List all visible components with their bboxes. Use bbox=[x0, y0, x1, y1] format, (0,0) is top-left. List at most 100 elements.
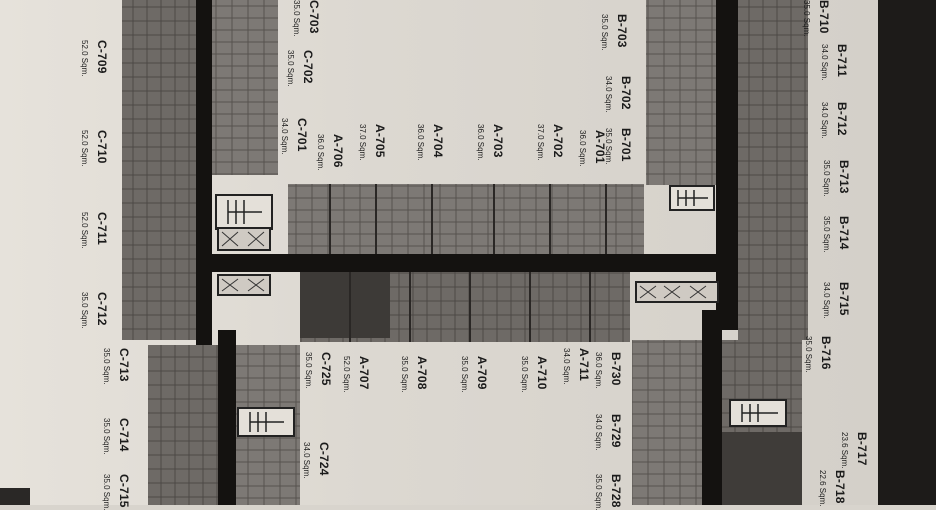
wing-b-upper-right-units bbox=[738, 0, 808, 340]
unit-code: C-711 bbox=[95, 212, 109, 246]
wing-a-upper-units bbox=[288, 184, 644, 254]
unit-code: A-703 bbox=[491, 124, 505, 158]
unit-code: B-730 bbox=[609, 352, 623, 386]
unit-code: A-708 bbox=[415, 356, 429, 390]
wing-c-upper-left-units bbox=[122, 0, 196, 340]
unit-code: A-706 bbox=[331, 134, 345, 168]
unit-code: B-713 bbox=[837, 160, 851, 194]
unit-area: 35.0 Sqm. bbox=[102, 348, 111, 385]
wing-c-corridor bbox=[196, 0, 212, 345]
wing-c-upper-right-units bbox=[212, 0, 278, 175]
unit-code: A-711 bbox=[577, 348, 591, 382]
unit-code: B-702 bbox=[619, 76, 633, 110]
unit-code: B-710 bbox=[817, 0, 831, 34]
unit-label-b-716: B-716 35.0 Sqm. bbox=[802, 336, 834, 372]
unit-label-b-711: B-711 34.0 Sqm. bbox=[818, 44, 850, 80]
unit-code: B-712 bbox=[835, 102, 849, 136]
unit-code: B-703 bbox=[615, 14, 629, 48]
lift-core-c2 bbox=[217, 274, 271, 296]
unit-code: C-710 bbox=[95, 130, 109, 164]
unit-area: 36.0 Sqm. bbox=[476, 124, 485, 161]
unit-label-a-704: A-704 36.0 Sqm. bbox=[414, 124, 446, 160]
unit-area: 35.0 Sqm. bbox=[292, 0, 301, 37]
unit-label-b-701: B-701 35.0 Sqm. bbox=[602, 128, 634, 164]
unit-code: C-701 bbox=[295, 118, 309, 152]
unit-area: 34.0 Sqm. bbox=[604, 76, 613, 113]
unit-area: 35.0 Sqm. bbox=[400, 356, 409, 393]
unit-label-b-713: B-713 35.0 Sqm. bbox=[820, 160, 852, 196]
unit-code: C-712 bbox=[95, 292, 109, 326]
unit-label-a-709: A-709 35.0 Sqm. bbox=[458, 356, 490, 392]
unit-label-a-702: A-702 37.0 Sqm. bbox=[534, 124, 566, 160]
unit-area: 52.0 Sqm. bbox=[80, 212, 89, 249]
unit-code: B-716 bbox=[819, 336, 833, 370]
photo-edge-right bbox=[878, 0, 936, 505]
wing-b-corridor-lower bbox=[702, 310, 722, 505]
lift-core-c bbox=[217, 227, 271, 251]
unit-area: 34.0 Sqm. bbox=[822, 282, 831, 319]
photo-edge-bottom-left bbox=[0, 488, 30, 505]
unit-label-c-724: C-724 34.0 Sqm. bbox=[300, 442, 332, 478]
unit-area: 52.0 Sqm. bbox=[80, 40, 89, 77]
unit-area: 35.0 Sqm. bbox=[604, 128, 613, 165]
unit-label-a-707: A-707 52.0 Sqm. bbox=[340, 356, 372, 392]
unit-area: 35.0 Sqm. bbox=[460, 356, 469, 393]
unit-code: C-725 bbox=[319, 352, 333, 386]
unit-area: 35.0 Sqm. bbox=[102, 418, 111, 455]
unit-code: A-702 bbox=[551, 124, 565, 158]
unit-area: 36.0 Sqm. bbox=[578, 130, 587, 167]
unit-label-a-706: A-706 36.0 Sqm. bbox=[314, 134, 346, 170]
unit-label-b-715: B-715 34.0 Sqm. bbox=[820, 282, 852, 318]
unit-label-c-701: C-701 34.0 Sqm. bbox=[278, 118, 310, 154]
unit-area: 36.0 Sqm. bbox=[416, 124, 425, 161]
unit-code: A-710 bbox=[535, 356, 549, 390]
unit-code: C-715 bbox=[117, 474, 131, 508]
unit-code: C-713 bbox=[117, 348, 131, 382]
unit-label-a-710: A-710 35.0 Sqm. bbox=[518, 356, 550, 392]
unit-area: 22.6 Sqm. bbox=[818, 470, 827, 507]
unit-label-a-705: A-705 37.0 Sqm. bbox=[356, 124, 388, 160]
unit-code: C-709 bbox=[95, 40, 109, 74]
unit-label-c-711: C-711 52.0 Sqm. bbox=[78, 212, 110, 248]
unit-label-c-702: C-702 35.0 Sqm. bbox=[284, 50, 316, 86]
unit-code: C-714 bbox=[117, 418, 131, 452]
unit-label-b-718: B-718 22.6 Sqm. bbox=[816, 470, 848, 506]
wing-a bbox=[196, 184, 736, 342]
unit-label-c-710: C-710 52.0 Sqm. bbox=[78, 130, 110, 166]
unit-code: C-724 bbox=[317, 442, 331, 476]
unit-label-c-712: C-712 35.0 Sqm. bbox=[78, 292, 110, 328]
unit-b-717-dark bbox=[722, 432, 802, 505]
unit-label-b-703: B-703 35.0 Sqm. bbox=[598, 14, 630, 50]
wing-b bbox=[632, 0, 808, 505]
unit-code: B-714 bbox=[837, 216, 851, 250]
unit-area: 37.0 Sqm. bbox=[536, 124, 545, 161]
unit-area: 35.0 Sqm. bbox=[600, 14, 609, 51]
unit-area: 52.0 Sqm. bbox=[342, 356, 351, 393]
unit-code: A-707 bbox=[357, 356, 371, 390]
wing-b-upper-left-units bbox=[646, 0, 716, 185]
wing-b-lower-left-units bbox=[632, 340, 702, 505]
unit-area: 35.0 Sqm. bbox=[304, 352, 313, 389]
wing-a-corridor bbox=[196, 254, 736, 272]
unit-area: 35.0 Sqm. bbox=[822, 216, 831, 253]
unit-label-b-712: B-712 34.0 Sqm. bbox=[818, 102, 850, 138]
unit-label-b-717: B-717 23.6 Sqm. bbox=[838, 432, 870, 468]
lift-core-b bbox=[635, 281, 719, 303]
unit-area: 34.0 Sqm. bbox=[562, 348, 571, 385]
unit-area: 37.0 Sqm. bbox=[358, 124, 367, 161]
unit-label-c-709: C-709 52.0 Sqm. bbox=[78, 40, 110, 76]
unit-label-b-702: B-702 34.0 Sqm. bbox=[602, 76, 634, 112]
unit-area: 35.0 Sqm. bbox=[804, 336, 813, 373]
unit-area: 35.0 Sqm. bbox=[822, 160, 831, 197]
unit-label-b-730: B-730 36.0 Sqm. bbox=[592, 352, 624, 388]
unit-label-c-703: C-703 35.0 Sqm. bbox=[290, 0, 322, 36]
unit-code: B-701 bbox=[619, 128, 633, 162]
unit-area: 34.0 Sqm. bbox=[820, 44, 829, 81]
unit-code: B-718 bbox=[833, 470, 847, 504]
unit-area: 35.0 Sqm. bbox=[80, 292, 89, 329]
unit-label-a-703: A-703 36.0 Sqm. bbox=[474, 124, 506, 160]
unit-area: 34.0 Sqm. bbox=[594, 414, 603, 451]
unit-code: B-711 bbox=[835, 44, 849, 78]
unit-area: 23.6 Sqm. bbox=[840, 432, 849, 469]
